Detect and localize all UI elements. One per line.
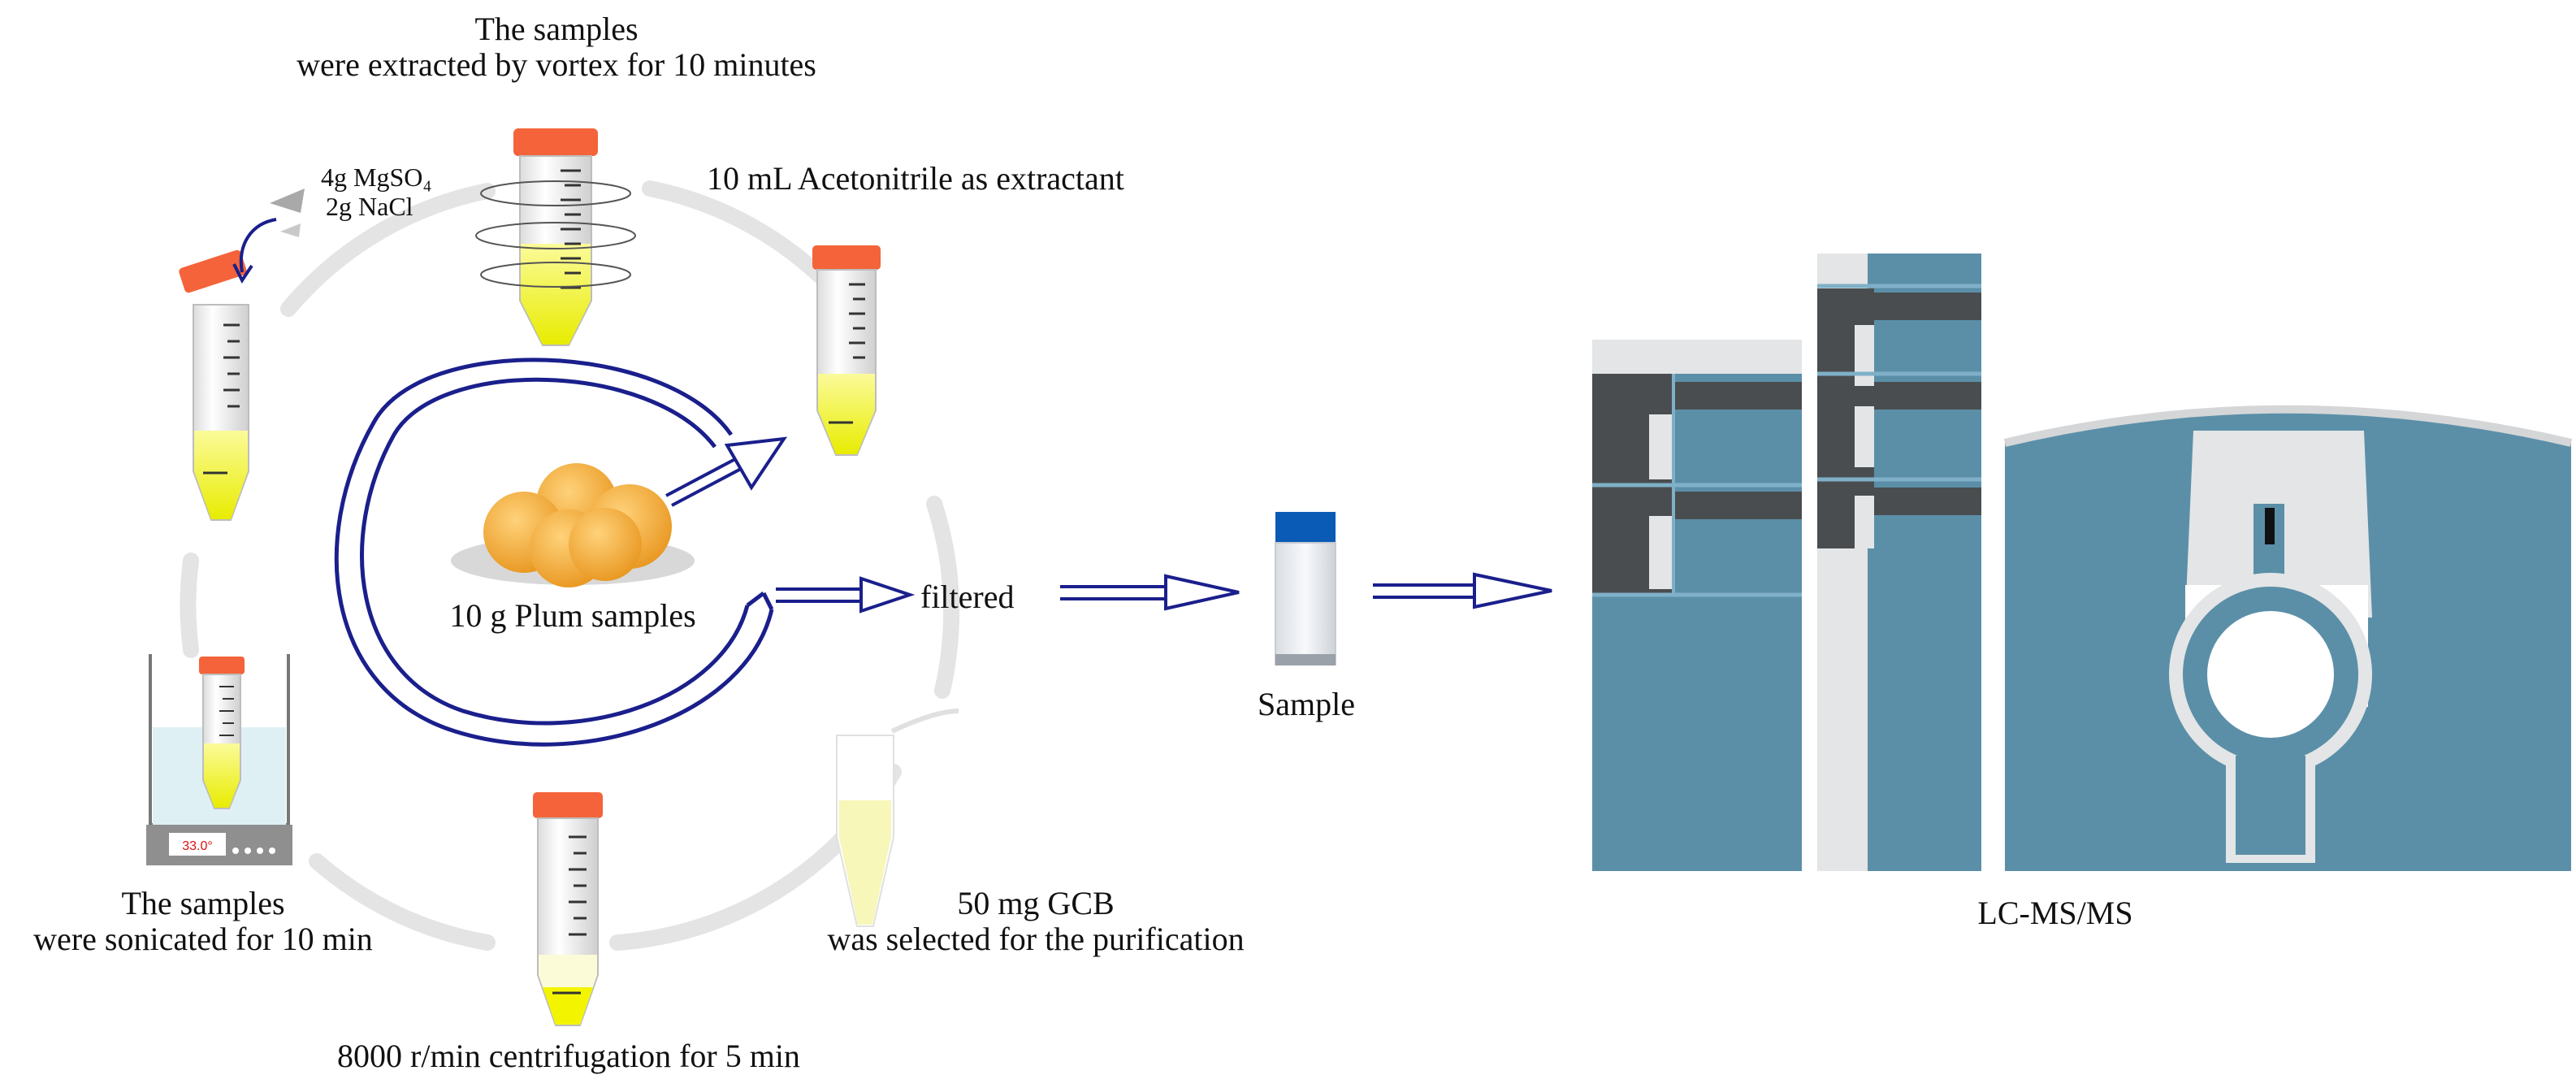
vortex-label-line2: were extracted by vortex for 10 minutes xyxy=(297,46,816,83)
arrow-to-acetonitrile xyxy=(665,436,788,507)
salt-nacl-label: 2g NaCl xyxy=(326,192,413,221)
instrument-label: LC-MS/MS xyxy=(1977,895,2133,931)
sample-vial xyxy=(1275,512,1336,665)
salt-tube xyxy=(179,249,249,521)
sample-label: Sample xyxy=(1258,686,1355,722)
gcb-label-line2: was selected for the purification xyxy=(827,921,1245,957)
sonicated-step-label: The samples were sonicated for 10 min xyxy=(0,886,406,957)
vortex-step-label: The samples were extracted by vortex for… xyxy=(106,11,1007,83)
acetonitrile-tube xyxy=(812,245,881,456)
centrifuge-tube xyxy=(533,792,603,1026)
plum-label: 10 g Plum samples xyxy=(449,597,696,634)
spiral-arrow xyxy=(334,358,774,747)
acetonitrile-label: 10 mL Acetonitrile as extractant xyxy=(707,160,1124,197)
salt-mgso4-label: 4g MgSO₄ xyxy=(321,163,432,192)
salt-powder-icon xyxy=(270,189,305,237)
sonicated-label-line2: were sonicated for 10 min xyxy=(33,921,373,957)
sonicator xyxy=(146,654,292,865)
arrow-to-sample xyxy=(1060,574,1240,611)
filtered-label: filtered xyxy=(920,579,1015,615)
arrow-to-instrument xyxy=(1373,572,1552,609)
vortex-tube xyxy=(475,128,636,346)
plum-samples-image xyxy=(451,463,695,587)
salt-add-arrow xyxy=(232,218,277,284)
sonicated-label-line1: The samples xyxy=(121,885,285,921)
salt-label: 4g MgSO₄ 2g NaCl xyxy=(321,163,432,221)
gcb-microtube xyxy=(836,709,959,927)
gcb-step-label: 50 mg GCB was selected for the purificat… xyxy=(772,886,1300,957)
lc-ms-instrument xyxy=(1592,254,2573,871)
gcb-label-line1: 50 mg GCB xyxy=(957,885,1115,921)
arrow-to-filtered xyxy=(776,576,916,613)
sonicator-display: 33.0° xyxy=(182,839,213,853)
centrifuge-step-label: 8000 r/min centrifugation for 5 min xyxy=(337,1038,800,1074)
vortex-label-line1: The samples xyxy=(474,11,639,47)
